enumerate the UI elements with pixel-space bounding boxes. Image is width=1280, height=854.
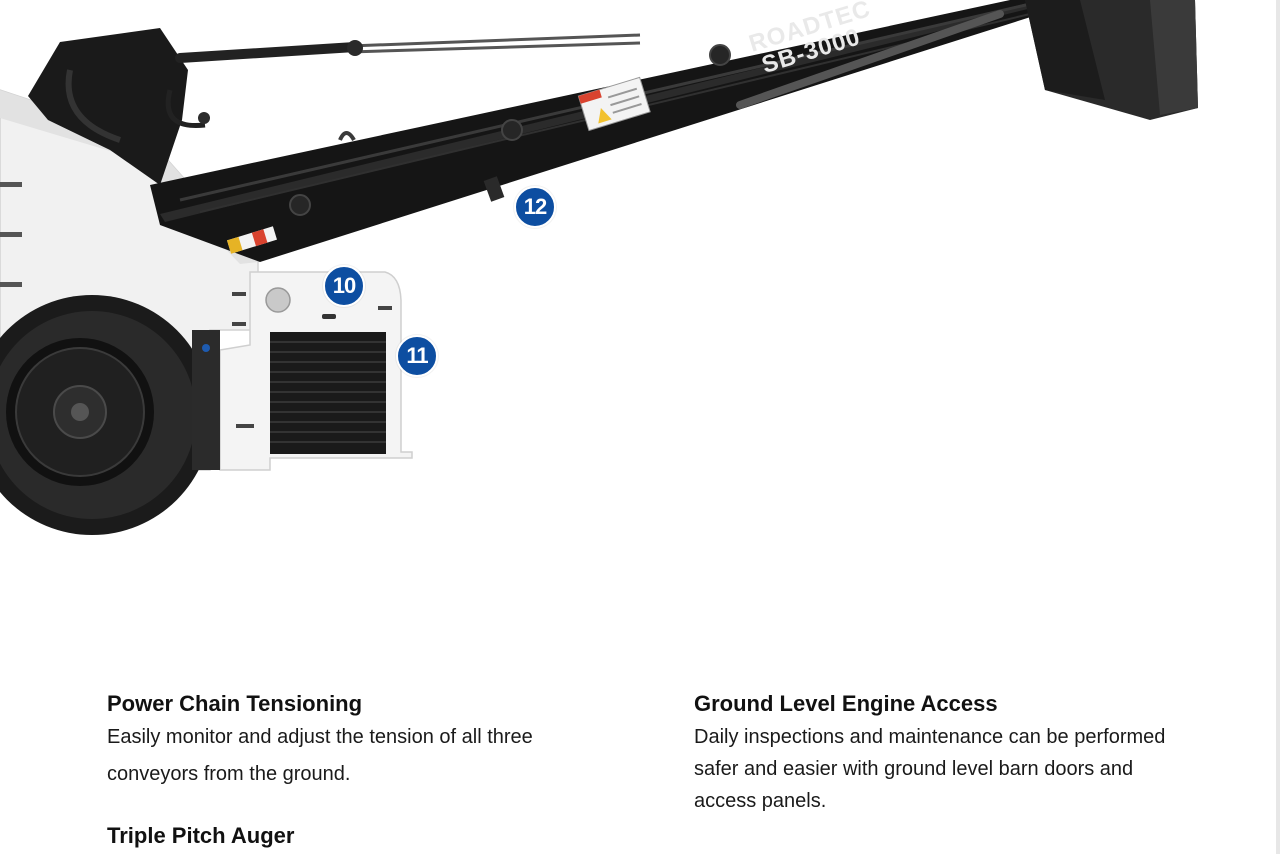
feature-description: Easily monitor and adjust the tension of… [107,726,533,785]
machine-illustration: ROADTEC SB-3000 [0,0,1198,535]
conveyor-boom: ROADTEC SB-3000 [150,0,1040,262]
feature-ground-level-engine-access: Ground Level Engine Access Daily inspect… [694,690,1194,817]
feature-title: Triple Pitch Auger [107,823,295,848]
feature-title: Power Chain Tensioning [107,691,363,716]
page-edge [1276,0,1280,854]
feature-description: Daily inspections and maintenance can be… [694,726,1166,812]
feature-power-chain-tensioning: Power Chain Tensioning Easily monitor an… [107,690,567,793]
feature-title: Ground Level Engine Access [694,691,998,716]
callout-badge-10: 10 [323,265,365,307]
wheel [0,295,220,535]
callout-badge-11: 11 [396,335,438,377]
hydraulic-rods [175,33,641,63]
feature-triple-pitch-auger: Triple Pitch Auger [107,822,567,850]
callout-badge-12: 12 [514,186,556,228]
engine-housing [219,271,413,471]
discharge-hood [1025,0,1198,120]
conveyor-mount [28,28,210,185]
